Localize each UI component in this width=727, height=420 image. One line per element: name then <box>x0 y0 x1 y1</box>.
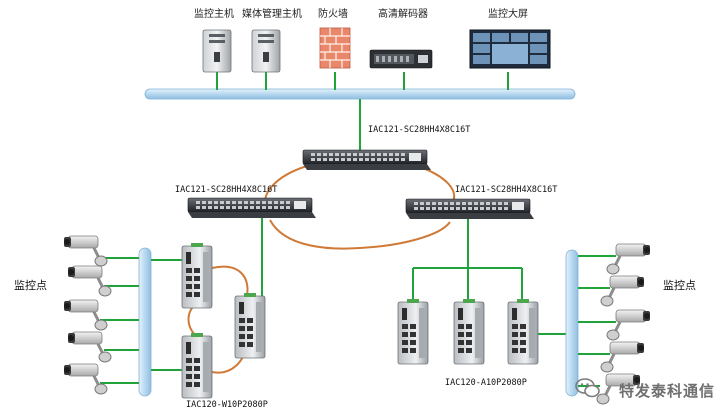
industrial-switch <box>397 298 429 365</box>
label-monitor-host: 监控主机 <box>194 9 234 20</box>
camera-icon <box>62 298 109 332</box>
media-host-icon <box>251 29 281 73</box>
left-camera-links <box>100 257 139 384</box>
video-wall-icon <box>469 29 551 69</box>
ring-link-bottom <box>269 219 451 250</box>
ring-link-right <box>417 165 456 205</box>
device-uplinks <box>216 72 509 90</box>
backbone-bus <box>144 88 576 100</box>
right-switch-downlinks <box>412 219 523 302</box>
label-monitor-point-left: 监控点 <box>14 279 47 292</box>
camera-icon <box>66 264 113 298</box>
camera-icon <box>66 330 113 364</box>
label-right-switch: IAC121-SC28HH4X8C16T <box>455 185 558 195</box>
camera-icon <box>599 274 646 308</box>
monitor-host-icon <box>202 29 232 73</box>
camera-icon <box>62 234 109 268</box>
hd-decoder-icon <box>369 49 433 69</box>
watermark-text: 特发泰科通信 <box>618 382 715 400</box>
left-vertical-bus <box>138 247 152 397</box>
industrial-switch <box>181 332 213 399</box>
industrial-switch <box>234 292 266 359</box>
camera-icon <box>62 362 109 396</box>
industrial-switch <box>453 298 485 365</box>
left-bus-to-switch-links <box>151 259 182 371</box>
label-left-industrial: IAC120-W10P2080P <box>186 400 268 410</box>
wechat-icon <box>575 378 600 398</box>
right-switch <box>405 198 535 220</box>
camera-icon <box>599 340 646 374</box>
right-vertical-bus <box>565 249 579 397</box>
label-media-host: 媒体管理主机 <box>242 9 302 20</box>
left-switch <box>187 197 317 219</box>
label-video-wall: 监控大屏 <box>488 9 528 20</box>
label-hd-decoder: 高清解码器 <box>378 9 428 20</box>
label-monitor-point-right: 监控点 <box>663 279 696 292</box>
industrial-switch <box>181 242 213 309</box>
watermark: 特发泰科通信 <box>619 380 715 401</box>
camera-icon <box>605 308 652 342</box>
industrial-switch <box>507 298 539 365</box>
firewall-icon <box>319 27 351 69</box>
label-right-industrial: IAC120-A10P2080P <box>445 378 527 388</box>
label-firewall: 防火墙 <box>318 9 348 20</box>
core-switch <box>302 149 432 171</box>
camera-icon <box>605 242 652 276</box>
label-core-switch: IAC121-SC28HH4X8C16T <box>368 125 471 135</box>
label-left-switch: IAC121-SC28HH4X8C16T <box>175 185 278 195</box>
